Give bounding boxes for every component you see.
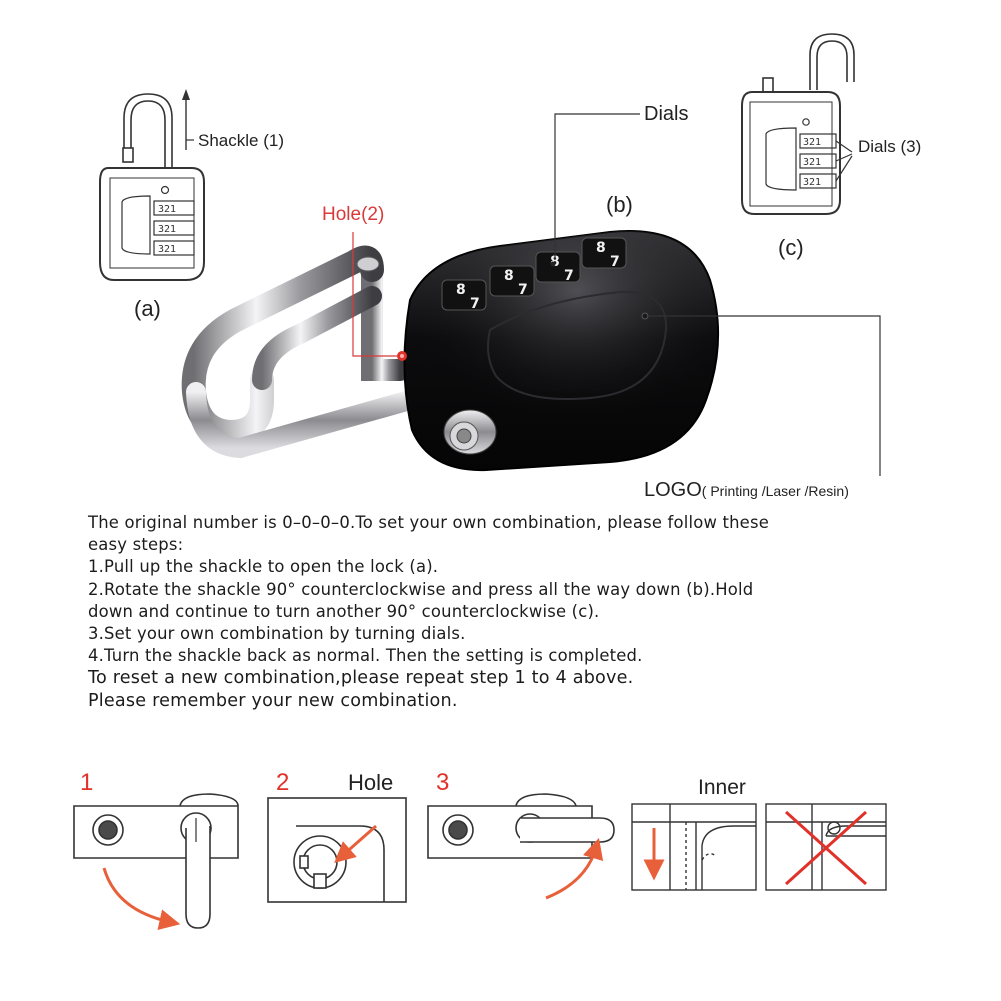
dial-column-a — [153, 200, 195, 256]
instruction-line: down and continue to turn another 90° co… — [88, 601, 600, 621]
wrong-cross-icon — [784, 810, 868, 886]
instruction-line: Please remember your new combination. — [88, 690, 458, 711]
padlock-photo: 87 87 87 87 — [181, 230, 720, 472]
shackle — [361, 257, 411, 381]
step-1-arrow — [102, 867, 181, 930]
label-c: (c) — [778, 235, 804, 260]
instruction-line: easy steps: — [88, 535, 184, 555]
inner-diagram-wrong — [765, 803, 887, 891]
step-3-arrow — [545, 837, 604, 900]
step-1-diagram — [73, 793, 239, 929]
inner-label: Inner — [698, 776, 746, 799]
inner-diagram-correct — [631, 803, 757, 891]
instruction-line: 4.Turn the shackle back as normal. Then … — [88, 646, 643, 666]
label-dials-3: Dials (3) — [858, 137, 921, 156]
step-2-diagram — [267, 797, 407, 903]
svg-text:7: 7 — [518, 282, 528, 298]
step-2-arrow — [334, 824, 377, 863]
label-logo: LOGO( Printing /Laser /Resin) — [644, 479, 849, 501]
svg-text:7: 7 — [564, 268, 574, 284]
instruction-line: 2.Rotate the shackle 90° counterclockwis… — [88, 579, 754, 599]
lock-sketch-c — [741, 33, 855, 215]
svg-text:8: 8 — [596, 240, 606, 256]
label-a: (a) — [134, 296, 161, 321]
instruction-line: 3.Set your own combination by turning di… — [88, 624, 466, 644]
dial-digits-c-1: 321 — [803, 137, 821, 148]
dial-digits-c: 321 321 321 — [803, 137, 821, 188]
label-dials: Dials — [644, 103, 688, 125]
step-2-hole-label: Hole — [348, 770, 393, 795]
callout-lines — [352, 113, 881, 476]
dial-digits-row-1: 321 — [158, 204, 176, 215]
dial-digits-row-3: 321 — [158, 244, 176, 255]
dial-digits-a: 321 321 321 — [158, 204, 176, 255]
step-3-number: 3 — [436, 769, 449, 796]
lock-sketch-a — [99, 89, 205, 281]
svg-text:7: 7 — [470, 296, 480, 312]
cable-cylinder — [443, 409, 497, 455]
instruction-line: The original number is 0–0–0–0.To set yo… — [88, 513, 769, 532]
step-3-diagram — [427, 793, 615, 859]
step-2-number: 2 — [276, 769, 289, 796]
label-b: (b) — [606, 192, 633, 217]
svg-text:8: 8 — [456, 282, 466, 298]
instructions-text: The original number is 0–0–0–0.To set yo… — [88, 512, 988, 712]
dial-digits-c-2: 321 — [803, 157, 821, 168]
dial-wheels: 87 87 87 87 — [441, 237, 627, 312]
dial-digits-c-3: 321 — [803, 177, 821, 188]
instruction-line: To reset a new combination,please repeat… — [88, 668, 634, 689]
label-shackle: Shackle (1) — [198, 131, 284, 150]
label-hole-2: Hole(2) — [322, 204, 384, 225]
instruction-line: 1.Pull up the shackle to open the lock (… — [88, 557, 439, 577]
svg-text:7: 7 — [610, 254, 620, 270]
svg-text:8: 8 — [550, 254, 560, 270]
dial-digits-row-2: 321 — [158, 224, 176, 235]
svg-text:8: 8 — [504, 268, 514, 284]
step-1-number: 1 — [80, 769, 93, 796]
